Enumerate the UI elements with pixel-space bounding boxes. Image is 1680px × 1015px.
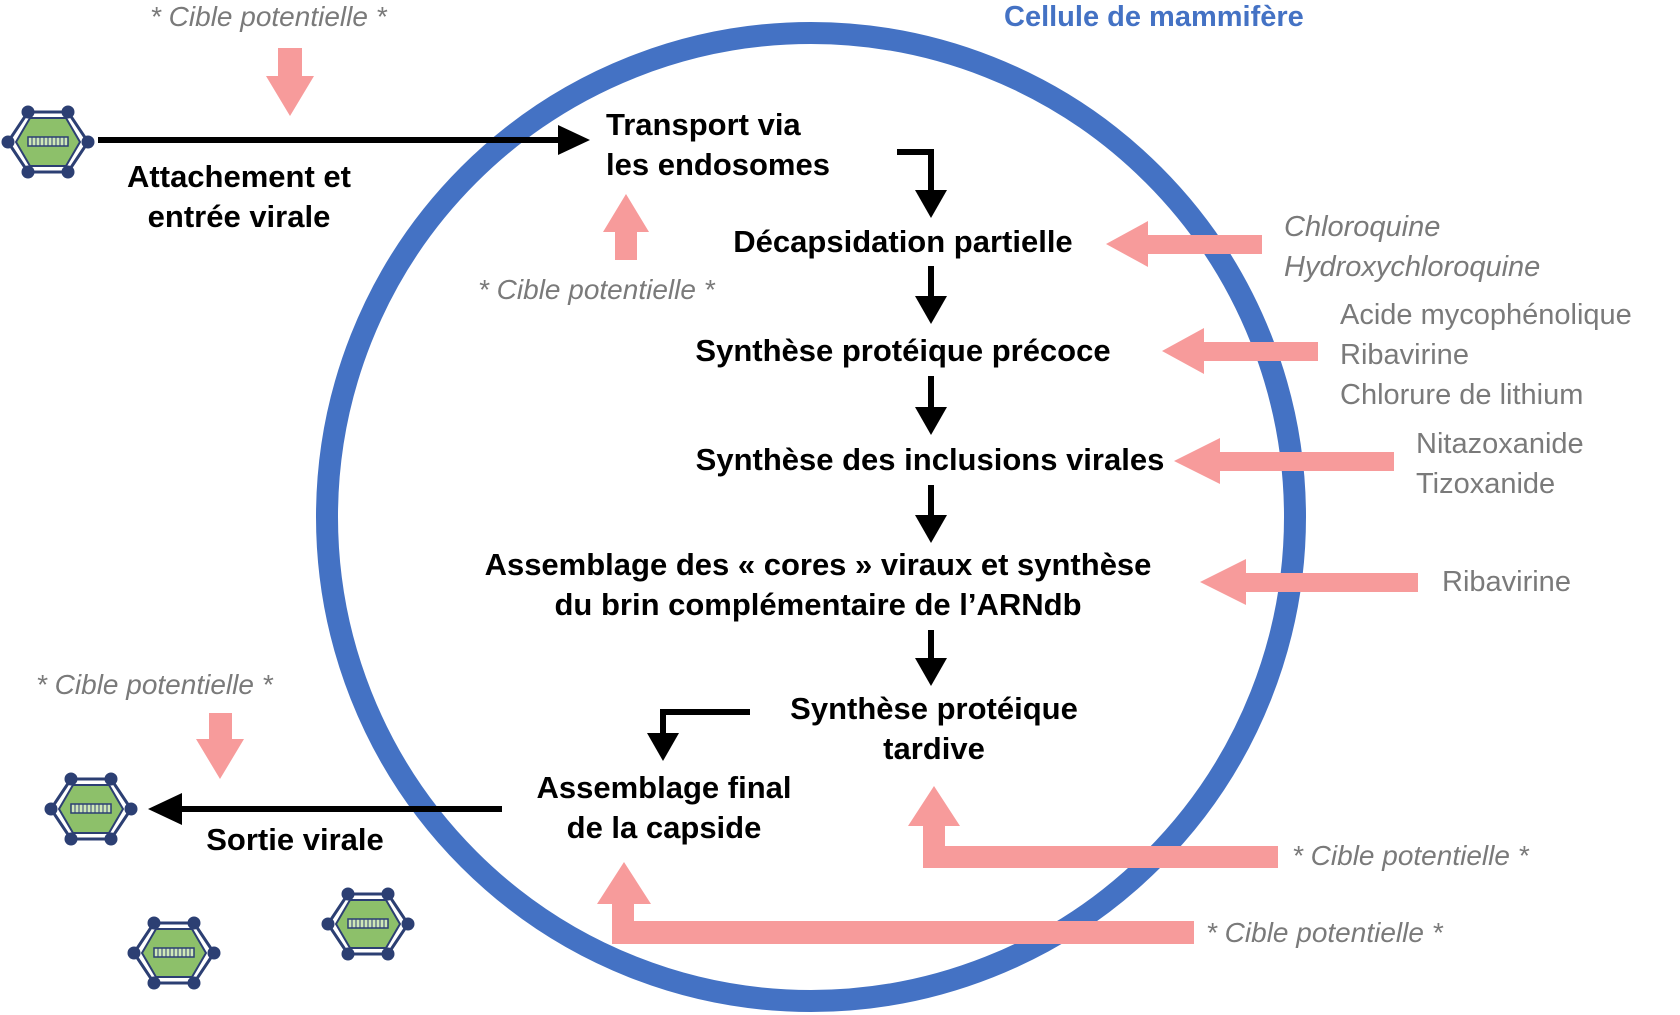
drugs-early-synthesis: Acide mycophénolique Ribavirine Chlorure… xyxy=(1340,295,1632,415)
flow-arrows xyxy=(98,125,947,825)
early-to-inclusions-arrow xyxy=(915,376,947,435)
cible-late-label: * Cible potentielle * xyxy=(1292,840,1529,871)
step-late-line2: tardive xyxy=(883,731,985,766)
step-cores: Assemblage des « cores » viraux et synth… xyxy=(458,545,1178,625)
drug-hydroxychloroquine: Hydroxychloroquine xyxy=(1284,251,1541,283)
cible-final-arrow xyxy=(597,862,1194,944)
cible-entry-label: * Cible potentielle * xyxy=(150,1,387,32)
cible-transport-label: * Cible potentielle * xyxy=(478,274,715,305)
step-transport-line1: Transport via xyxy=(606,107,801,142)
drug-tizoxanide: Tizoxanide xyxy=(1416,468,1556,500)
step-final-line1: Assemblage final xyxy=(536,770,792,805)
step-final-line2: de la capside xyxy=(566,810,762,845)
drug-lithium-chloride: Chlorure de lithium xyxy=(1340,379,1584,411)
step-inclusions: Synthèse des inclusions virales xyxy=(695,442,1165,477)
decapsidation-drug-arrow xyxy=(1106,221,1262,267)
cible-exit-arrow xyxy=(196,713,244,779)
virus-icon xyxy=(127,916,221,990)
drug-nitazoxanide: Nitazoxanide xyxy=(1416,428,1584,460)
late-to-final-arrow xyxy=(647,709,750,761)
virus-icon xyxy=(321,887,415,961)
transport-to-decapsidation-arrow xyxy=(897,149,947,218)
drugs-inclusions: Nitazoxanide Tizoxanide xyxy=(1416,424,1584,504)
drug-chloroquine: Chloroquine xyxy=(1284,211,1441,243)
cible-late-arrow xyxy=(908,786,1278,868)
drug-ribavirine-cores: Ribavirine xyxy=(1442,566,1571,598)
entry-arrow xyxy=(98,125,590,155)
cible-final-label: * Cible potentielle * xyxy=(1206,917,1443,948)
drugs-decapsidation: Chloroquine Hydroxychloroquine xyxy=(1284,207,1540,287)
decapsidation-to-early-arrow xyxy=(915,266,947,324)
exit-arrow xyxy=(148,793,502,825)
cell-title: Cellule de mammifère xyxy=(1004,1,1304,33)
cell-membrane xyxy=(316,22,1306,1012)
step-late-synthesis: Synthèse protéique tardive xyxy=(774,689,1094,769)
step-cores-line1: Assemblage des « cores » viraux et synth… xyxy=(484,547,1152,582)
virus-icon xyxy=(1,105,95,179)
step-early-synthesis: Synthèse protéique précoce xyxy=(695,333,1111,368)
cible-exit-label: * Cible potentielle * xyxy=(36,669,273,700)
early-drug-arrow xyxy=(1162,328,1318,374)
drug-ribavirine-early: Ribavirine xyxy=(1340,339,1469,371)
step-entry-line1: Attachement et xyxy=(127,159,351,194)
step-entry: Attachement et entrée virale xyxy=(108,157,370,237)
cores-drug-arrow xyxy=(1200,559,1418,605)
cible-transport-arrow xyxy=(603,194,649,260)
step-cores-line2: du brin complémentaire de l’ARNdb xyxy=(554,587,1082,622)
drug-mycophenolic-acid: Acide mycophénolique xyxy=(1340,299,1632,331)
inhibitor-arrows xyxy=(196,48,1418,944)
step-late-line1: Synthèse protéique xyxy=(790,691,1078,726)
step-transport: Transport via les endosomes xyxy=(606,105,830,185)
virus-icon xyxy=(44,772,138,846)
inclusions-to-cores-arrow xyxy=(915,485,947,543)
step-final-assembly: Assemblage final de la capside xyxy=(520,768,808,848)
cible-entry-arrow xyxy=(266,48,314,116)
inclusions-drug-arrow xyxy=(1174,438,1394,484)
drugs-cores: Ribavirine xyxy=(1442,562,1571,602)
step-transport-line2: les endosomes xyxy=(606,147,830,182)
step-decapsidation: Décapsidation partielle xyxy=(733,224,1073,259)
cores-to-late-arrow xyxy=(915,630,947,686)
step-exit: Sortie virale xyxy=(206,822,384,857)
step-entry-line2: entrée virale xyxy=(147,199,331,234)
